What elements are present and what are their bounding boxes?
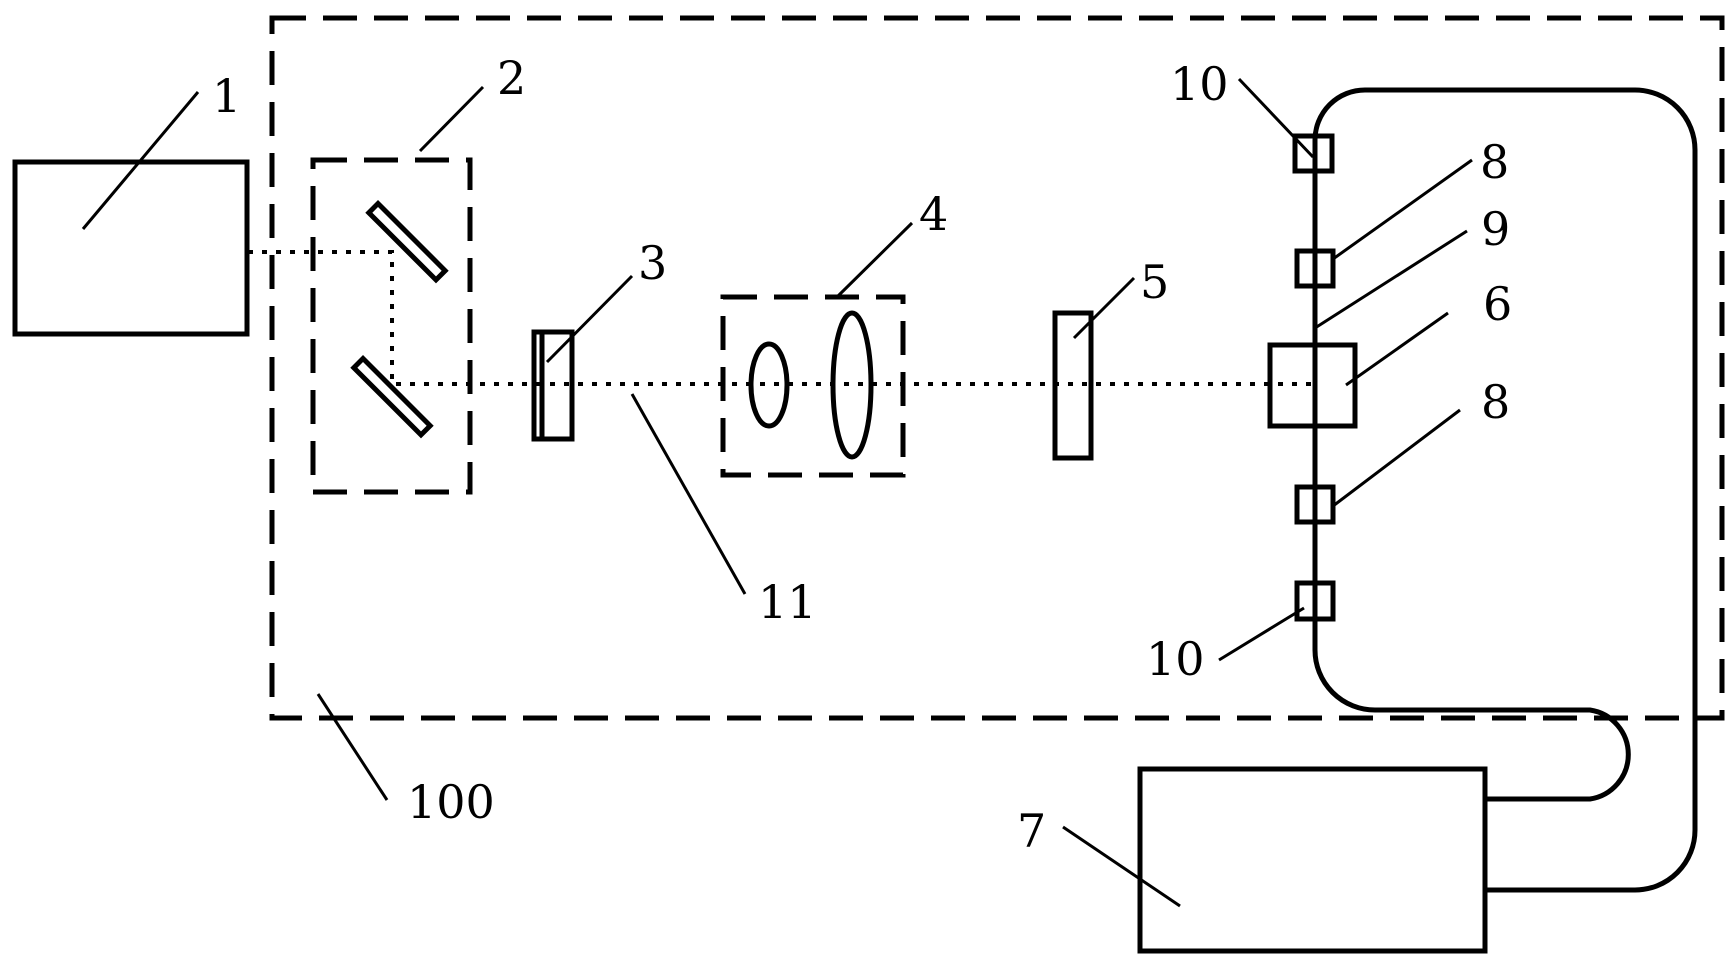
label-100: 100 [407,775,495,829]
label-10-bottom: 10 [1146,632,1205,686]
leader-100 [316,693,389,801]
label-4: 4 [919,187,948,241]
label-7: 7 [1017,804,1046,858]
leader-10-bottom [1218,606,1305,662]
label-2: 2 [497,51,526,105]
leader-5 [1072,276,1136,340]
leader-6 [1345,311,1449,387]
label-8-top: 8 [1480,135,1509,189]
component-6 [1267,342,1358,429]
component-5 [1052,310,1094,461]
connector-8-top [1294,248,1336,289]
leader-8-bottom [1332,408,1461,508]
laser-source [12,159,250,337]
label-11: 11 [758,575,817,629]
component-7 [1137,766,1488,954]
leader-4 [836,221,914,298]
label-3: 3 [638,236,667,290]
mirror-lower [350,354,434,439]
leader-3 [545,274,634,364]
mirror-group [310,157,473,495]
lens-group [720,294,906,478]
component-3 [531,329,575,442]
leader-7 [1062,825,1181,908]
lens-small [748,341,790,429]
leader-8-top [1332,158,1473,261]
laser-beam [248,250,1315,386]
leader-1 [81,91,200,230]
label-8-bottom: 8 [1481,375,1510,429]
enclosure-100 [269,15,1725,721]
label-9: 9 [1481,202,1510,256]
label-10-top: 10 [1170,57,1229,111]
mirror-upper [365,199,449,284]
lens-large [830,310,874,460]
leader-10-top [1237,77,1315,159]
leader-11 [630,393,747,595]
label-6: 6 [1483,277,1512,331]
leader-2 [418,85,485,153]
connector-10-top [1292,133,1335,174]
label-1: 1 [212,69,241,123]
leader-9 [1314,229,1468,330]
connector-10-bottom [1294,580,1336,622]
label-5: 5 [1140,255,1169,309]
fiber-loop [1312,87,1698,893]
